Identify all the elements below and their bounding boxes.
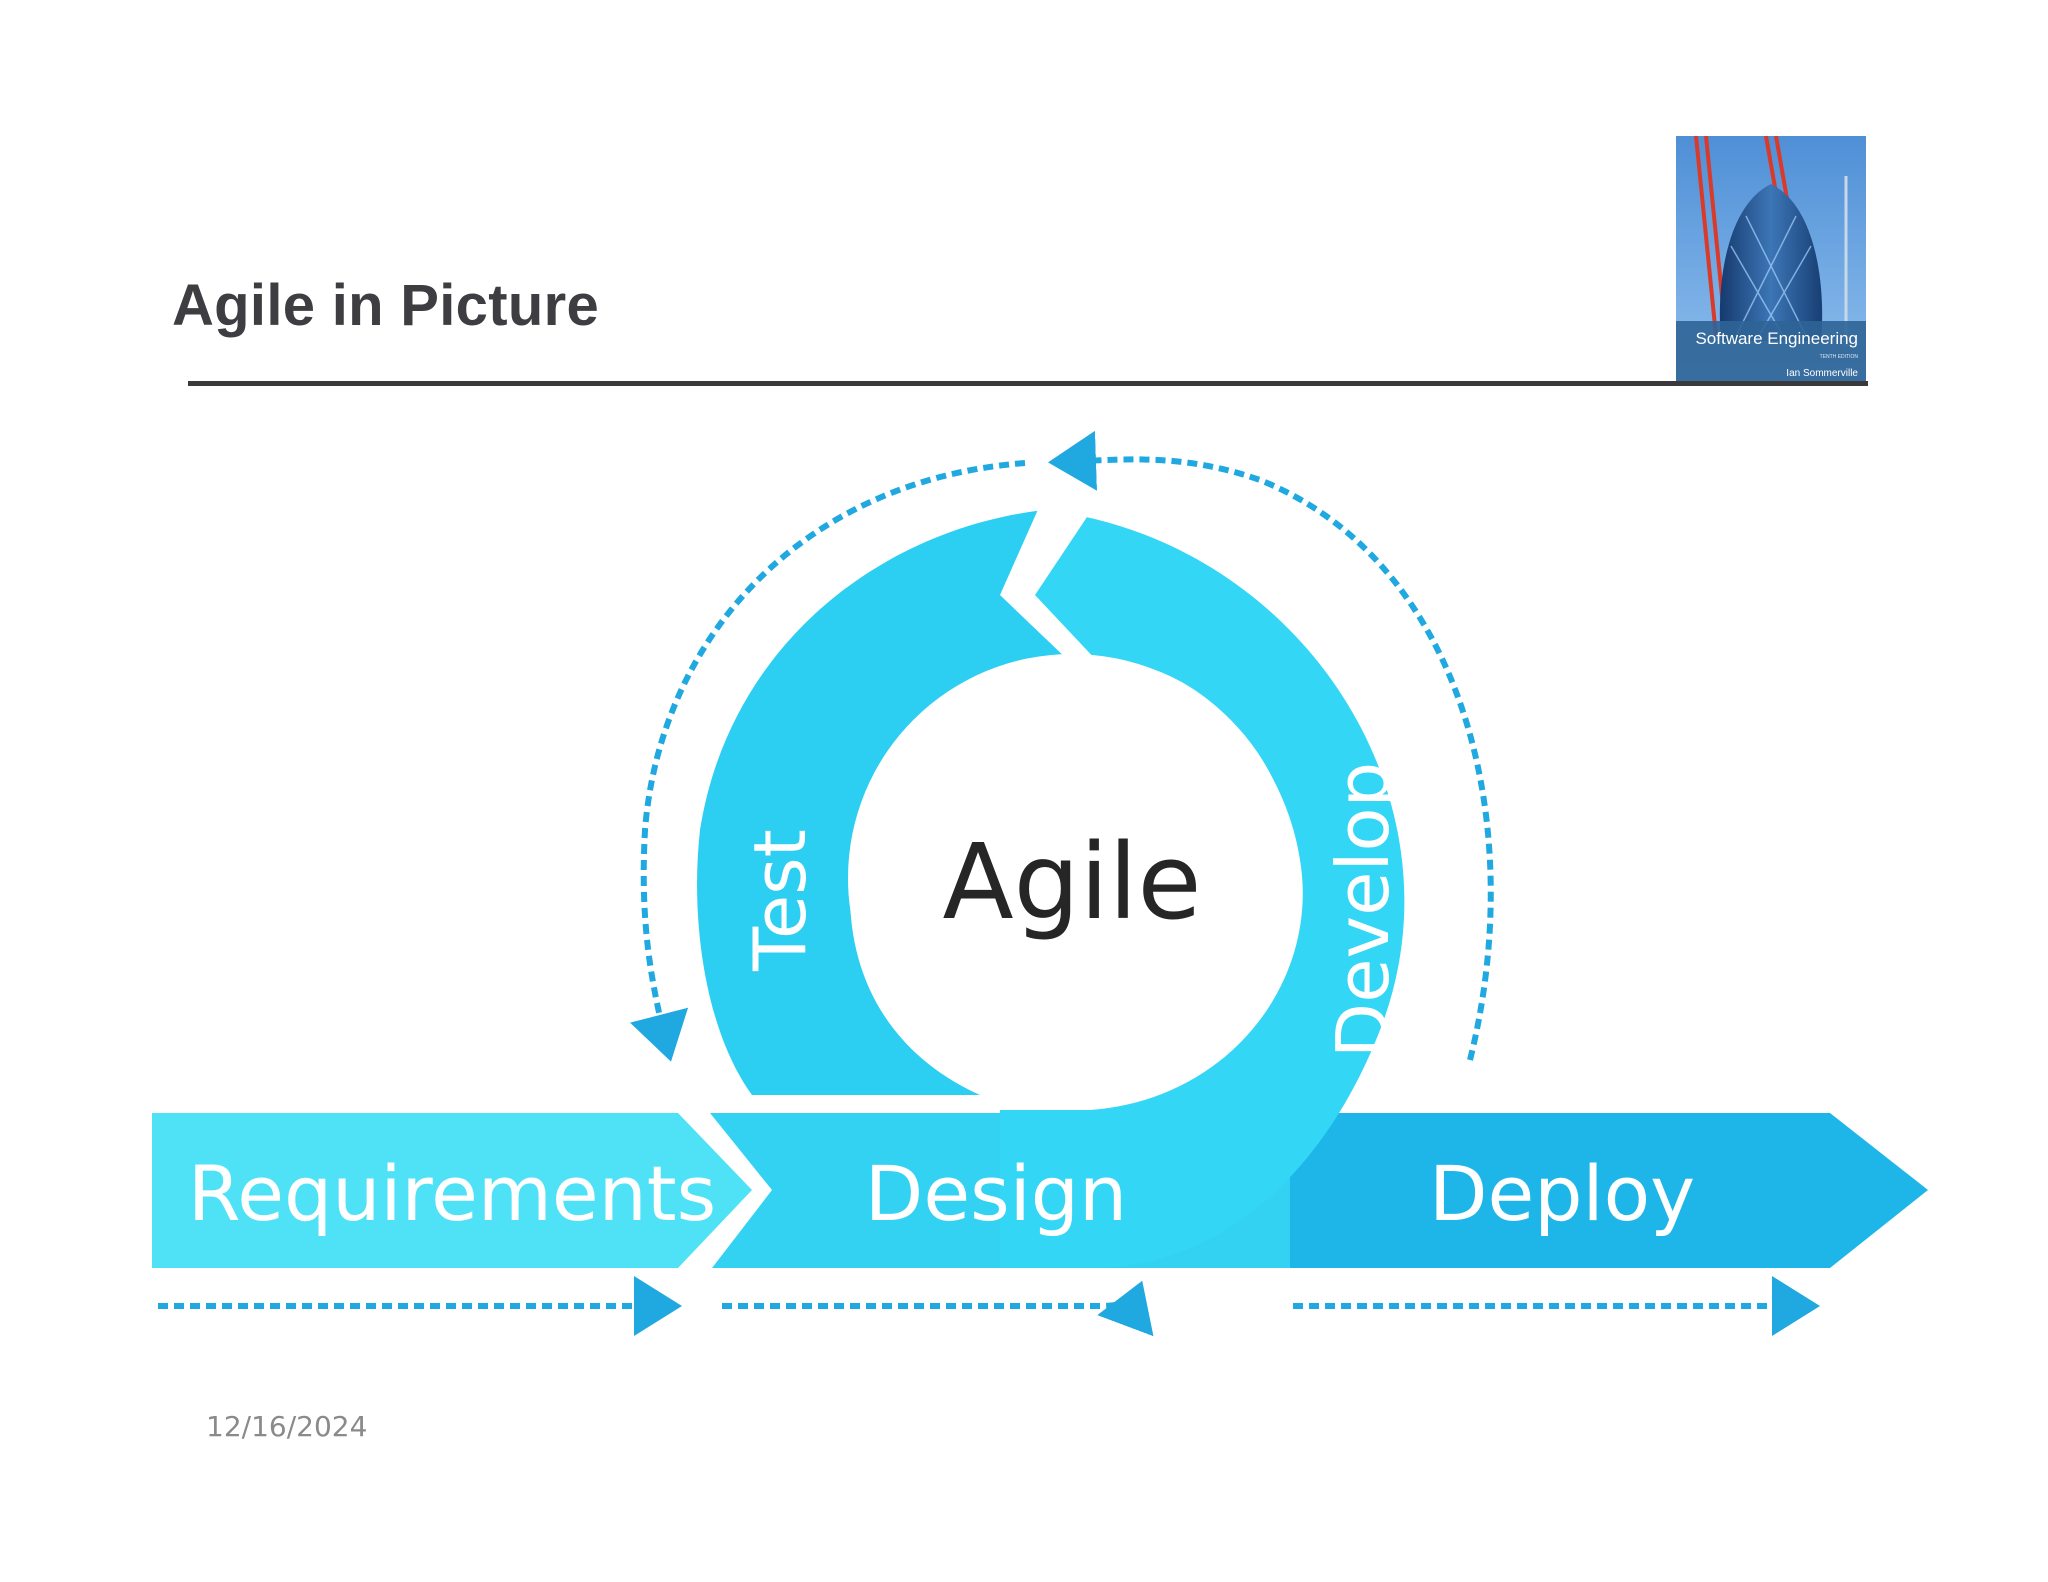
develop-phase-label: Develop (1321, 762, 1405, 1058)
deploy-phase-label: Deploy (1429, 1149, 1695, 1238)
agile-center-label: Agile (943, 821, 1202, 943)
deploy-arrow-shape (1188, 1113, 1928, 1268)
cycle-dashed-arrow-left (629, 460, 1026, 1062)
requirements-phase-label: Requirements (188, 1149, 716, 1238)
requirements-arrow-shape (152, 1113, 752, 1268)
book-cover-image: Software Engineering TENTH EDITION Ian S… (1676, 136, 1866, 384)
slide-title: Agile in Picture (172, 273, 599, 338)
cycle-dashed-arrow-right (1048, 430, 1494, 1061)
book-edition-text: TENTH EDITION (1820, 354, 1859, 360)
slide-date: 12/16/2024 (206, 1410, 368, 1443)
agile-center-circle (848, 654, 1296, 1102)
book-title-text: Software Engineering (1695, 329, 1858, 348)
design-dashed-arrow (722, 1280, 1154, 1337)
test-arc-shape (697, 508, 1080, 1095)
develop-arc-shape (1000, 510, 1405, 1268)
book-author-text: Ian Sommerville (1786, 368, 1858, 379)
title-divider (188, 381, 1868, 386)
test-phase-label: Test (738, 829, 822, 972)
design-phase-label: Design (865, 1149, 1127, 1238)
